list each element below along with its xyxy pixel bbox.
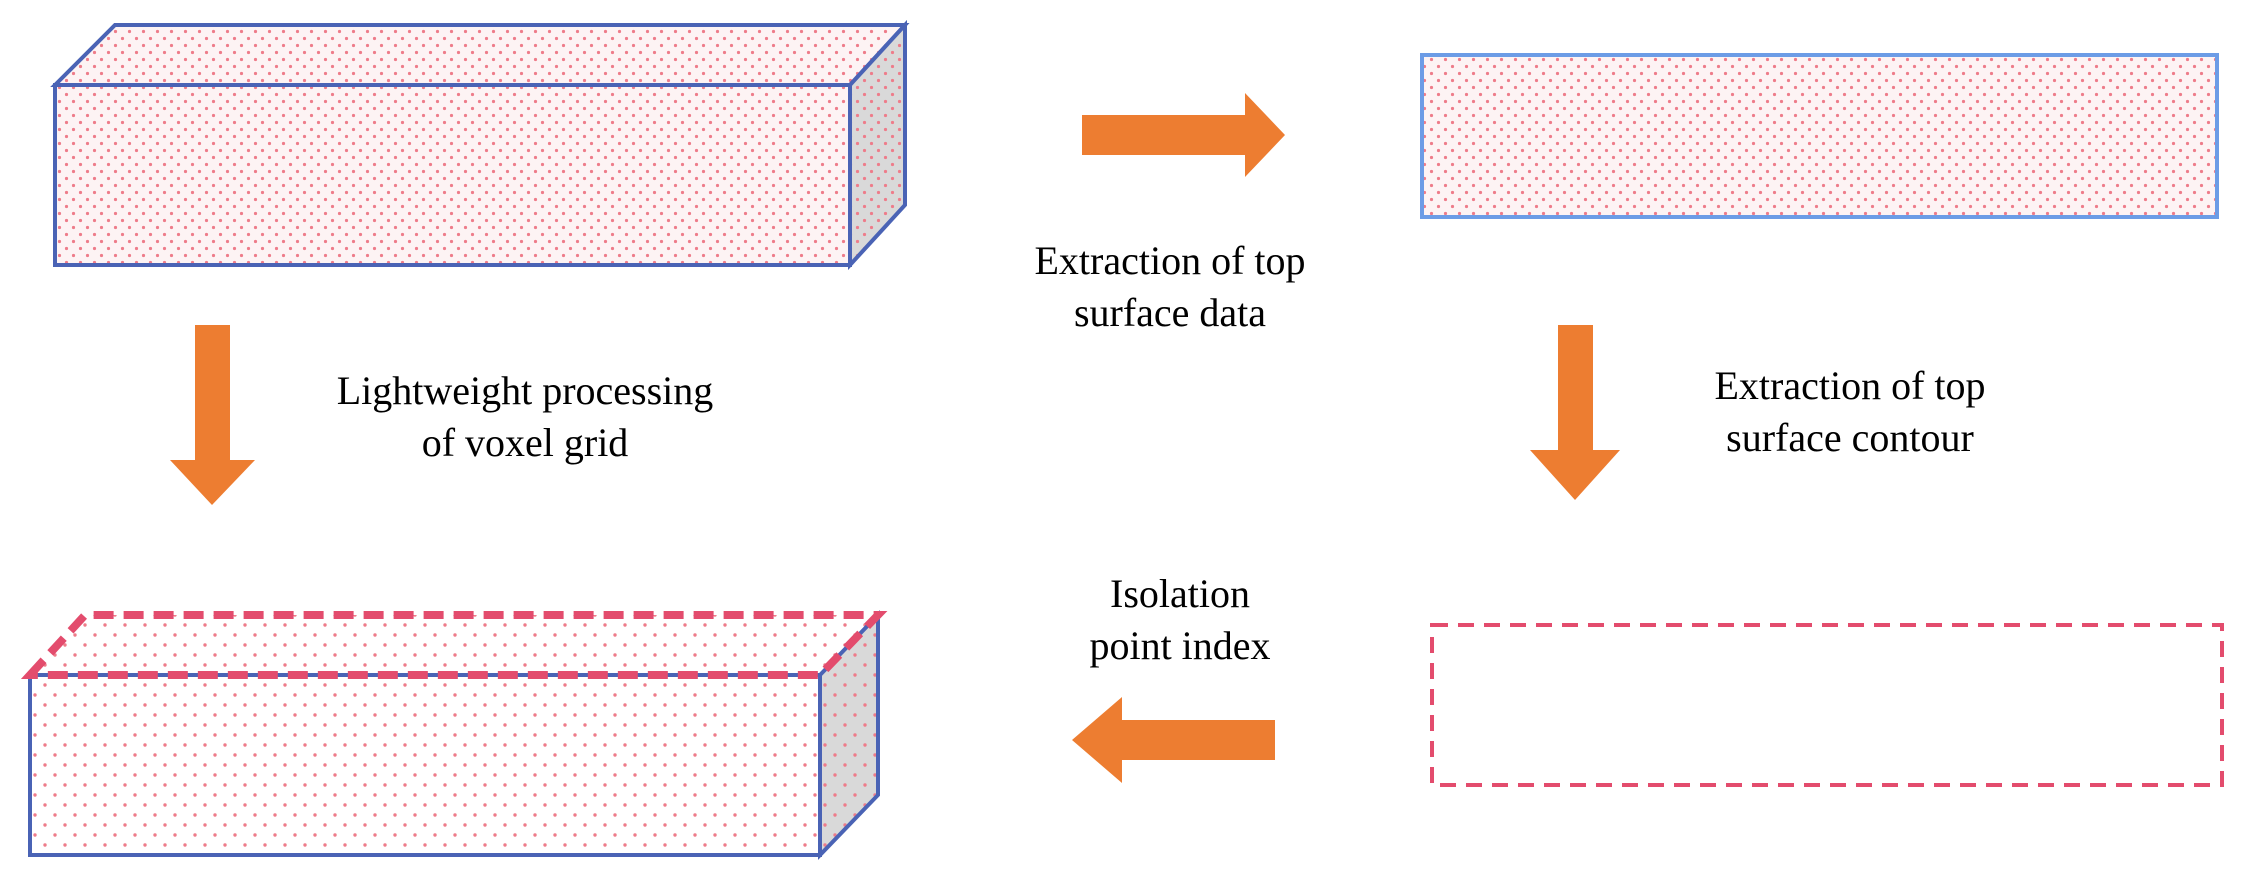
top-surface-rect [1420, 53, 2219, 219]
arrow-left [1072, 697, 1275, 783]
label-line: surface data [1073, 290, 1267, 335]
voxel-box [50, 19, 910, 271]
voxel-box-front-face [53, 83, 852, 267]
arrow-down-right [1530, 325, 1620, 500]
result-box-front-face [28, 673, 822, 857]
label-line: of voxel grid [421, 420, 629, 465]
label-line: Extraction of top [1714, 363, 1986, 408]
contour-rect [1430, 623, 2224, 787]
voxel-box-top-face [50, 23, 910, 87]
result-box-dashed-contour [20, 611, 888, 679]
label-extract-contour: Extraction of top surface contour [1665, 360, 2035, 464]
arrow-down-left [170, 325, 255, 505]
result-box [20, 610, 888, 860]
label-extract-top-data: Extraction of top surface data [985, 235, 1355, 339]
arrow-right [1082, 93, 1285, 177]
label-line: Isolation [1110, 571, 1250, 616]
label-line: point index [1089, 623, 1271, 668]
result-box-top-face [30, 615, 878, 675]
label-lightweight: Lightweight processing of voxel grid [265, 365, 785, 469]
label-line: Lightweight processing [336, 368, 714, 413]
label-isolation: Isolation point index [1040, 568, 1320, 672]
label-line: surface contour [1726, 415, 1974, 460]
label-line: Extraction of top [1034, 238, 1306, 283]
